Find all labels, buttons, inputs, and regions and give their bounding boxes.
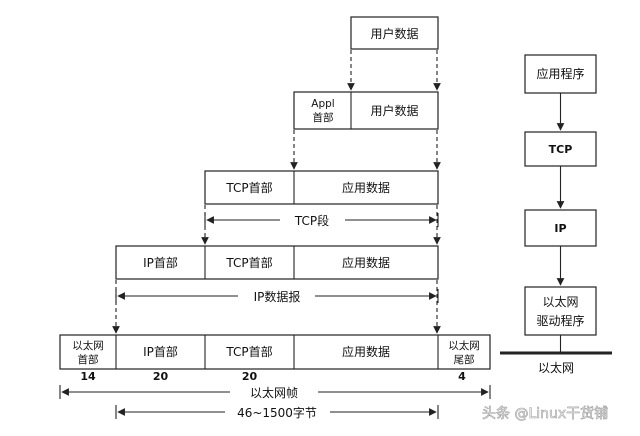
stack-tcp-label: TCP bbox=[549, 143, 573, 156]
row-user-data: 用户数据 bbox=[350, 16, 439, 50]
app-data-3-label: 应用数据 bbox=[342, 344, 390, 359]
tcp-header-2-label: TCP首部 bbox=[225, 255, 272, 270]
user-data-2-label: 用户数据 bbox=[370, 103, 418, 118]
appl-header-line2: 首部 bbox=[313, 111, 334, 124]
ethernet-frame-label: 以太网帧 bbox=[250, 385, 298, 400]
stack-driver-line2: 驱动程序 bbox=[536, 313, 584, 328]
ip-header-1-label: IP首部 bbox=[143, 255, 178, 270]
ethernet-frame-box bbox=[59, 334, 491, 370]
row-ethernet: 以太网 首部 IP首部 TCP首部 应用数据 以太网 尾部 bbox=[59, 334, 491, 370]
user-data-box bbox=[350, 16, 439, 50]
app-data-2-label: 应用数据 bbox=[342, 255, 390, 270]
tcp-segment-label: TCP段 bbox=[294, 213, 329, 228]
row-tcp: TCP首部 应用数据 bbox=[204, 170, 439, 205]
tcp-header-1-label: TCP首部 bbox=[225, 180, 272, 195]
tcp-segment-span: TCP段 bbox=[204, 213, 439, 228]
eth-header-line2: 首部 bbox=[78, 353, 99, 366]
appl-header-line1: Appl bbox=[311, 98, 334, 110]
ip-datagram-box bbox=[115, 245, 439, 280]
size-eth-trailer: 4 bbox=[458, 370, 466, 383]
stack-app-label: 应用程序 bbox=[536, 66, 584, 81]
ip-datagram-span: IP数据报 bbox=[115, 289, 439, 304]
row-ip: IP首部 TCP首部 应用数据 bbox=[115, 245, 439, 280]
app-data-1-label: 应用数据 bbox=[342, 180, 390, 195]
ethernet-frame-span: 以太网帧 bbox=[59, 385, 491, 400]
stack-driver-box bbox=[524, 286, 597, 336]
eth-header-line1: 以太网 bbox=[72, 339, 104, 352]
watermark-text: 头条 @Linux干货铺 bbox=[482, 405, 608, 422]
size-tcp-header: 20 bbox=[242, 370, 258, 383]
row-application: Appl 首部 用户数据 bbox=[293, 91, 439, 130]
eth-trailer-line2: 尾部 bbox=[454, 353, 475, 366]
stack-ethernet-label: 以太网 bbox=[538, 360, 574, 375]
payload-span: 46~1500字节 bbox=[115, 405, 439, 420]
stack-ip-label: IP bbox=[554, 222, 566, 235]
stack-driver-line1: 以太网 bbox=[542, 294, 578, 309]
tcp-header-3-label: TCP首部 bbox=[225, 344, 272, 359]
ip-datagram-label: IP数据报 bbox=[254, 289, 301, 304]
application-box bbox=[293, 91, 439, 130]
protocol-stack: 应用程序 TCP IP 以太网 驱动程序 以太网 bbox=[500, 54, 612, 375]
payload-range-label: 46~1500字节 bbox=[237, 405, 317, 420]
eth-trailer-line1: 以太网 bbox=[448, 339, 480, 352]
ip-header-2-label: IP首部 bbox=[143, 344, 178, 359]
size-ip-header: 20 bbox=[153, 370, 169, 383]
size-eth-header: 14 bbox=[80, 370, 96, 383]
user-data-label: 用户数据 bbox=[370, 26, 418, 41]
tcp-segment-box bbox=[204, 170, 439, 205]
